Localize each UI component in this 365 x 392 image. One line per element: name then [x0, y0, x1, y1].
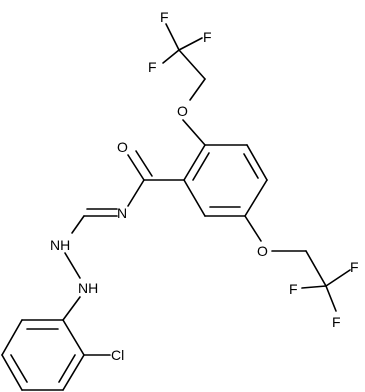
atom-o-ether-right: O	[257, 243, 268, 259]
bond-cf3-f1	[165, 23, 180, 51]
atom-o-ether-top: O	[177, 103, 188, 119]
atom-cl: Cl	[111, 347, 124, 363]
bond-cf3-f6	[325, 285, 337, 312]
bond-ch2-o-top	[189, 78, 206, 101]
bond-nh-nh	[64, 252, 81, 279]
atom-f5: F	[350, 259, 359, 275]
atom-f6: F	[332, 314, 341, 330]
bond-ch2-cf3-right	[305, 250, 327, 287]
bond-ring-c2-c3-inner	[243, 153, 259, 179]
bond-group	[1, 23, 351, 391]
atom-n-imine: N	[117, 205, 127, 221]
bond-ch-nh	[71, 215, 85, 234]
bond-ph-c5-c6	[62, 354, 85, 391]
bond-carbonyl-o-2	[135, 150, 153, 177]
atom-label-group: F F F O O N NH NH O F F F Cl	[50, 9, 359, 363]
bond-ph-c2-c3	[1, 319, 23, 356]
bond-ring-o-right	[244, 215, 262, 242]
bond-ph-c3-c4-inner	[10, 354, 28, 383]
atom-nh-lower: NH	[78, 280, 98, 296]
atom-f4: F	[289, 281, 298, 297]
bond-ph-c3-c4	[1, 354, 23, 391]
atom-nh-upper: NH	[50, 237, 70, 253]
bond-ring-c2-c3	[246, 144, 268, 181]
bond-ring-c6-c1-inner	[192, 152, 210, 181]
bond-o-top-ring	[182, 119, 206, 146]
bond-cf3-f5	[325, 269, 351, 287]
bond-carbonyl-o-1	[127, 154, 145, 181]
bond-ring-c5-c6	[183, 179, 206, 217]
bond-cf3-f4	[301, 285, 327, 289]
atom-f2: F	[203, 29, 212, 45]
bond-carbonyl-n	[127, 179, 145, 207]
bond-ring-c6-c1	[183, 144, 206, 181]
bond-cf3-f3	[162, 49, 180, 64]
atom-f1: F	[160, 9, 169, 25]
bond-ring-c3-c4	[244, 179, 268, 217]
atom-f3: F	[148, 59, 157, 75]
bond-cf3-f2	[178, 37, 203, 51]
bond-nh-phenyl	[62, 296, 81, 321]
bond-ph-c5-c6-inner	[58, 354, 76, 383]
bond-ph-c6-c1	[62, 319, 85, 356]
atom-o-carbonyl: O	[117, 139, 128, 155]
bond-cf3-ch2	[178, 49, 206, 80]
